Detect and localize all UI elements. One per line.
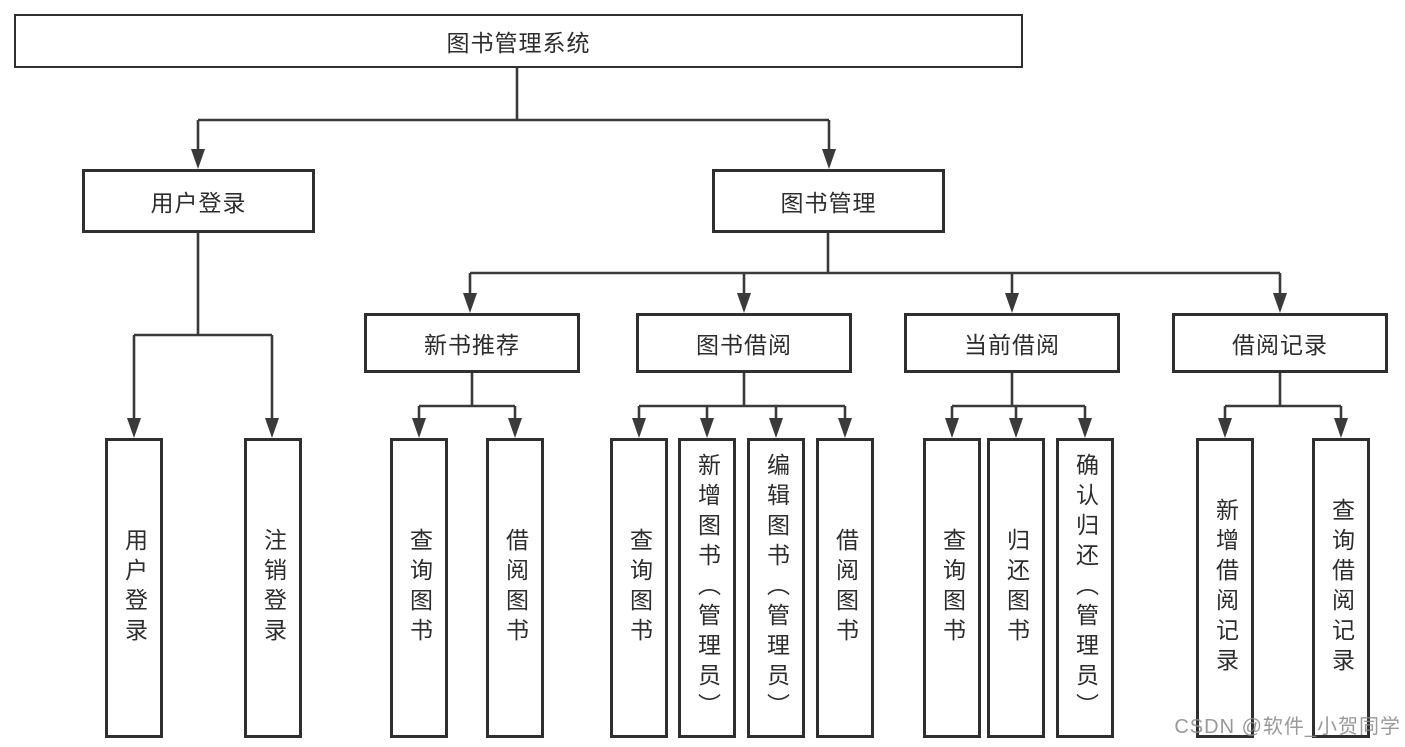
node-book-management: 图书管理 — [712, 169, 945, 233]
arrowhead-down-icon — [737, 293, 751, 313]
arrowhead-down-icon — [1078, 418, 1092, 438]
arrowhead-down-icon — [822, 149, 836, 169]
node-borrowing-records: 借阅记录 — [1172, 313, 1388, 373]
arrowhead-down-icon — [1009, 418, 1023, 438]
leaf-query-books-2: 查询图书 — [610, 438, 668, 738]
leaf-label: 编辑图书（管理员） — [763, 453, 790, 723]
csdn-watermark: CSDN @软件_小贺同学 — [1174, 716, 1401, 738]
arrowhead-down-icon — [1005, 293, 1019, 313]
leaf-label: 注销登录 — [260, 528, 287, 648]
node-book-borrowing: 图书借阅 — [636, 313, 852, 373]
leaf-borrow-books-2: 借阅图书 — [816, 438, 874, 738]
leaf-label: 查询图书 — [406, 528, 433, 648]
arrowhead-down-icon — [1334, 418, 1348, 438]
leaf-label: 用户登录 — [121, 528, 148, 648]
leaf-edit-books-admin: 编辑图书（管理员） — [747, 438, 805, 738]
arrowhead-down-icon — [632, 418, 646, 438]
arrowhead-down-icon — [191, 149, 205, 169]
leaf-label: 归还图书 — [1003, 528, 1030, 648]
leaf-label: 新增图书（管理员） — [694, 453, 721, 723]
leaf-label: 借阅图书 — [502, 528, 529, 648]
leaf-confirm-return-admin: 确认归还（管理员） — [1056, 438, 1114, 738]
leaf-label: 确认归还（管理员） — [1072, 453, 1099, 723]
leaf-add-borrow-record: 新增借阅记录 — [1196, 438, 1254, 738]
arrowhead-down-icon — [769, 418, 783, 438]
leaf-return-books: 归还图书 — [987, 438, 1045, 738]
leaf-query-books-3: 查询图书 — [923, 438, 981, 738]
leaf-label: 新增借阅记录 — [1212, 498, 1239, 678]
leaf-user-login: 用户登录 — [105, 438, 163, 738]
leaf-logout: 注销登录 — [244, 438, 302, 738]
arrowhead-down-icon — [1218, 418, 1232, 438]
arrowhead-down-icon — [700, 418, 714, 438]
leaf-borrow-books-1: 借阅图书 — [486, 438, 544, 738]
arrowhead-down-icon — [945, 418, 959, 438]
leaf-label: 查询借阅记录 — [1328, 498, 1355, 678]
arrowhead-down-icon — [838, 418, 852, 438]
leaf-add-books-admin: 新增图书（管理员） — [678, 438, 736, 738]
leaf-label: 查询图书 — [626, 528, 653, 648]
leaf-label: 借阅图书 — [832, 528, 859, 648]
arrowhead-down-icon — [265, 418, 279, 438]
arrowhead-down-icon — [127, 418, 141, 438]
arrowhead-down-icon — [508, 418, 522, 438]
node-root-library-system: 图书管理系统 — [14, 14, 1023, 68]
leaf-query-borrow-record: 查询借阅记录 — [1312, 438, 1370, 738]
arrowhead-down-icon — [412, 418, 426, 438]
arrowhead-down-icon — [463, 293, 477, 313]
arrowhead-down-icon — [1273, 293, 1287, 313]
node-current-borrowing: 当前借阅 — [904, 313, 1120, 373]
leaf-query-books-1: 查询图书 — [390, 438, 448, 738]
node-new-book-recommend: 新书推荐 — [364, 313, 580, 373]
leaf-label: 查询图书 — [939, 528, 966, 648]
node-user-login: 用户登录 — [82, 169, 315, 233]
